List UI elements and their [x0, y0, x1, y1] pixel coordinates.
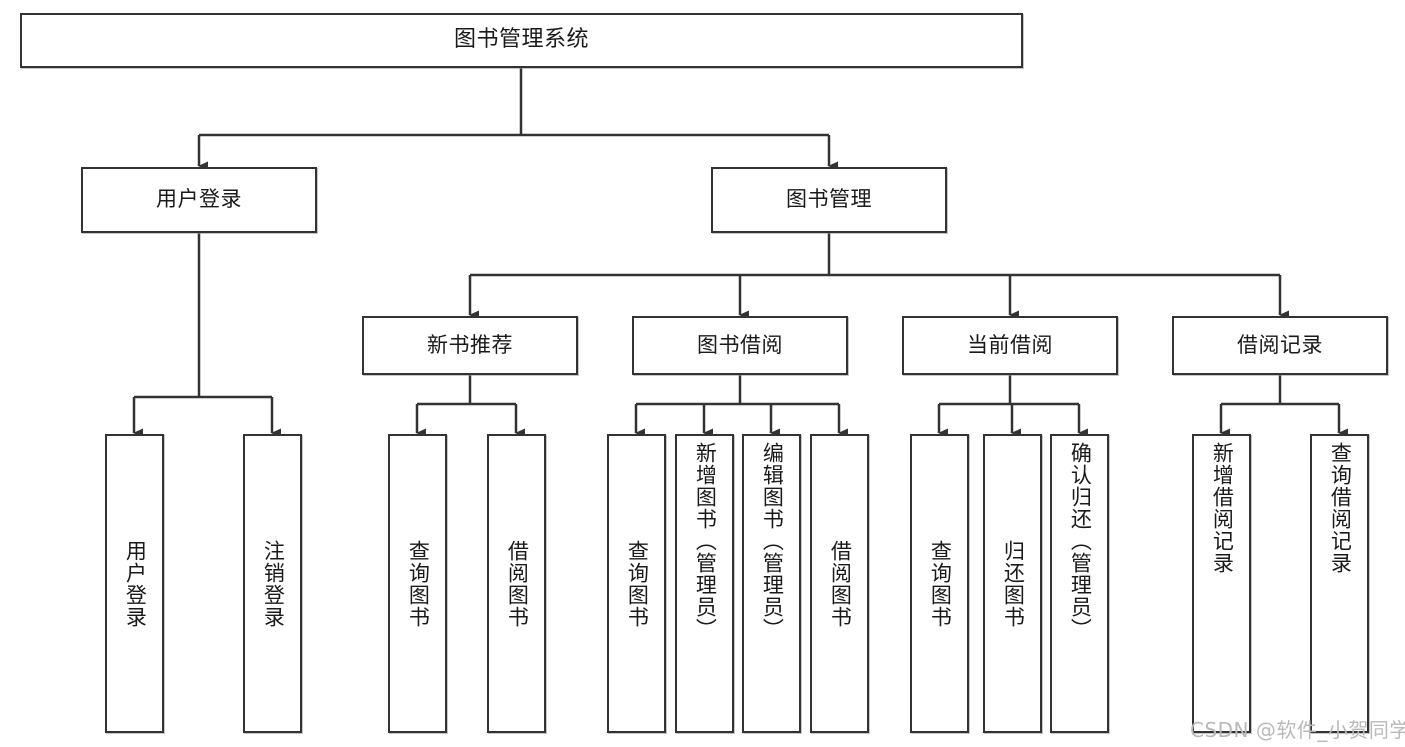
- node-leaf-confirm-return[interactable]: 确认归还（管理员）: [1050, 434, 1109, 733]
- node-label: 确认归还（管理员）: [1068, 442, 1093, 640]
- node-leaf-add-record[interactable]: 新增借阅记录: [1192, 434, 1251, 733]
- node-leaf-borrow-book-rec[interactable]: 借阅图书: [487, 434, 546, 733]
- node-label: 图书管理: [786, 187, 872, 212]
- node-leaf-edit-book[interactable]: 编辑图书（管理员）: [742, 434, 801, 733]
- node-label: 查询图书: [928, 539, 953, 628]
- node-user-login[interactable]: 用户登录: [81, 167, 317, 233]
- node-label: 图书借阅: [697, 332, 783, 357]
- node-leaf-add-book[interactable]: 新增图书（管理员）: [675, 434, 734, 733]
- node-current-borrow[interactable]: 当前借阅: [902, 316, 1118, 375]
- node-label: 查询图书: [625, 539, 650, 628]
- node-label: 用户登录: [156, 187, 242, 212]
- node-label: 查询图书: [406, 539, 431, 628]
- node-label-wrap: 借阅图书: [812, 436, 867, 731]
- node-label-wrap: 归还图书: [985, 436, 1040, 731]
- node-leaf-query-record[interactable]: 查询借阅记录: [1310, 434, 1369, 733]
- node-label: 编辑图书（管理员）: [760, 442, 785, 640]
- node-leaf-user-login[interactable]: 用户登录: [105, 434, 164, 733]
- node-leaf-query-book-cur[interactable]: 查询图书: [910, 434, 969, 733]
- node-label: 图书管理系统: [453, 27, 589, 53]
- node-leaf-query-book[interactable]: 查询图书: [607, 434, 666, 733]
- node-label-wrap: 新增图书（管理员）: [677, 436, 732, 731]
- node-label: 借阅记录: [1237, 332, 1323, 357]
- node-label-wrap: 查询图书: [609, 436, 664, 731]
- node-leaf-return-book[interactable]: 归还图书: [983, 434, 1042, 733]
- node-label: 当前借阅: [967, 332, 1053, 357]
- node-label-wrap: 确认归还（管理员）: [1052, 436, 1107, 731]
- node-label: 新增借阅记录: [1210, 442, 1235, 574]
- node-label-wrap: 查询图书: [912, 436, 967, 731]
- node-label-wrap: 注销登录: [245, 436, 300, 731]
- node-leaf-query-book-rec[interactable]: 查询图书: [388, 434, 447, 733]
- node-label-wrap: 用户登录: [107, 436, 162, 731]
- node-label-wrap: 查询借阅记录: [1312, 436, 1367, 731]
- node-label-wrap: 借阅图书: [489, 436, 544, 731]
- node-label-wrap: 查询图书: [390, 436, 445, 731]
- node-label: 借阅图书: [505, 539, 530, 628]
- node-borrow-record[interactable]: 借阅记录: [1172, 316, 1388, 375]
- node-leaf-logout[interactable]: 注销登录: [243, 434, 302, 733]
- node-label: 用户登录: [123, 539, 148, 628]
- node-label: 新增图书（管理员）: [693, 442, 718, 640]
- node-label: 借阅图书: [828, 539, 853, 628]
- connector-group: [132, 68, 1348, 438]
- node-label: 查询借阅记录: [1328, 442, 1353, 574]
- node-label-wrap: 新增借阅记录: [1194, 436, 1249, 731]
- node-book-manage[interactable]: 图书管理: [711, 167, 947, 233]
- node-root[interactable]: 图书管理系统: [20, 13, 1023, 68]
- node-label: 新书推荐: [427, 332, 513, 357]
- node-leaf-borrow-book[interactable]: 借阅图书: [810, 434, 869, 733]
- node-new-book-rec[interactable]: 新书推荐: [362, 316, 578, 375]
- node-label: 归还图书: [1001, 539, 1026, 628]
- node-book-borrow[interactable]: 图书借阅: [632, 316, 848, 375]
- node-label: 注销登录: [261, 539, 286, 628]
- node-label-wrap: 编辑图书（管理员）: [744, 436, 799, 731]
